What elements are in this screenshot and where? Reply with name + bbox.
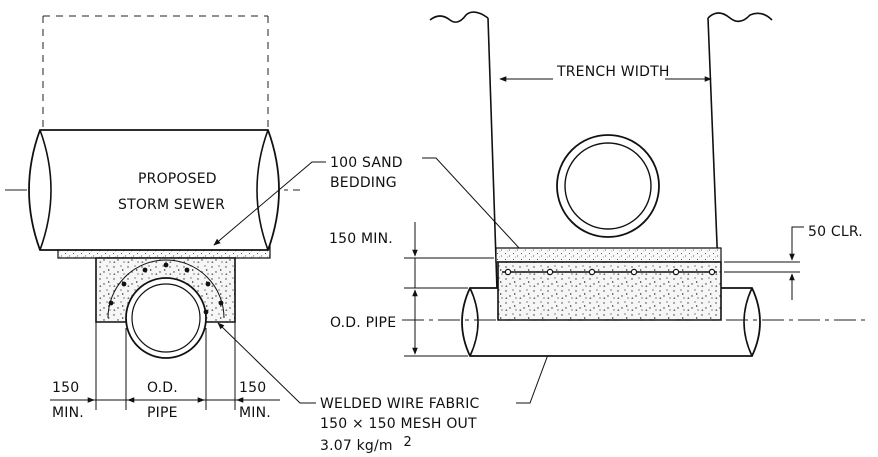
sand-bedding-label-line2: BEDDING [330,175,397,191]
trench-wall-left [487,17,499,321]
sand-bedding-label-line1: 100 SAND [330,155,403,171]
existing-pipe-inner-left [131,283,201,353]
sand-bedding-right [495,247,722,263]
proposed-sewer-section-inner [564,142,652,230]
sand-leader-right [422,157,533,263]
sand-leader-left [213,161,326,246]
ground-break-right [707,12,773,23]
dim-pipe: PIPE [147,405,178,421]
wwf-label-superscript: 2 [403,435,411,450]
pipe-right-end-curve [256,129,269,251]
extension-lines-right-right [724,261,800,273]
dim-150-left-b: 150 [239,380,266,396]
right-section-view: TRENCH WIDTH 150 MIN. O.D. PIPE [329,11,868,357]
wwf-label-line3: 3.07 kg/m 2 [320,435,412,454]
dimension-extension-lines-left [95,322,236,410]
pipe-left-end-curve [39,129,52,251]
proposed-storm-sewer-pipe [28,129,280,251]
dim-min-left-a: MIN. [52,405,84,421]
proposed-label-line2: STORM SEWER [118,197,225,213]
dim-150-left-a: 150 [52,380,79,396]
trench-width-label: TRENCH WIDTH [556,64,670,80]
clear-50-label: 50 CLR. [808,224,863,240]
wire-fabric-arc-left [107,259,225,319]
dim-od: O.D. [147,380,178,396]
wire-fabric-dots-right [504,268,716,276]
wwf-label-unit: 3.07 kg/m [320,438,393,454]
wwf-leader-left [217,322,316,404]
left-section-view: PROPOSED STORM SEWER 150 MIN. O.D. PIPE … [5,15,300,421]
dashed-outline [42,15,269,132]
existing-pipe-circle-left [125,277,207,359]
proposed-label-line1: PROPOSED [138,171,217,187]
wwf-label-line1: WELDED WIRE FABRIC [320,396,480,412]
concrete-slab-right [497,261,722,321]
od-pipe-right-label: O.D. PIPE [330,315,396,331]
wwf-label-line2: 150 × 150 MESH OUT [320,416,477,432]
leaders-and-notes: 100 SAND BEDDING WELDED WIRE FABRIC 150 … [213,155,579,454]
wire-fabric-dots-left [108,262,224,315]
ground-break-left [429,11,489,23]
dim-min-left-b: MIN. [239,405,271,421]
proposed-sewer-section-outer [556,134,660,238]
min-150-right-label: 150 MIN. [329,231,393,247]
